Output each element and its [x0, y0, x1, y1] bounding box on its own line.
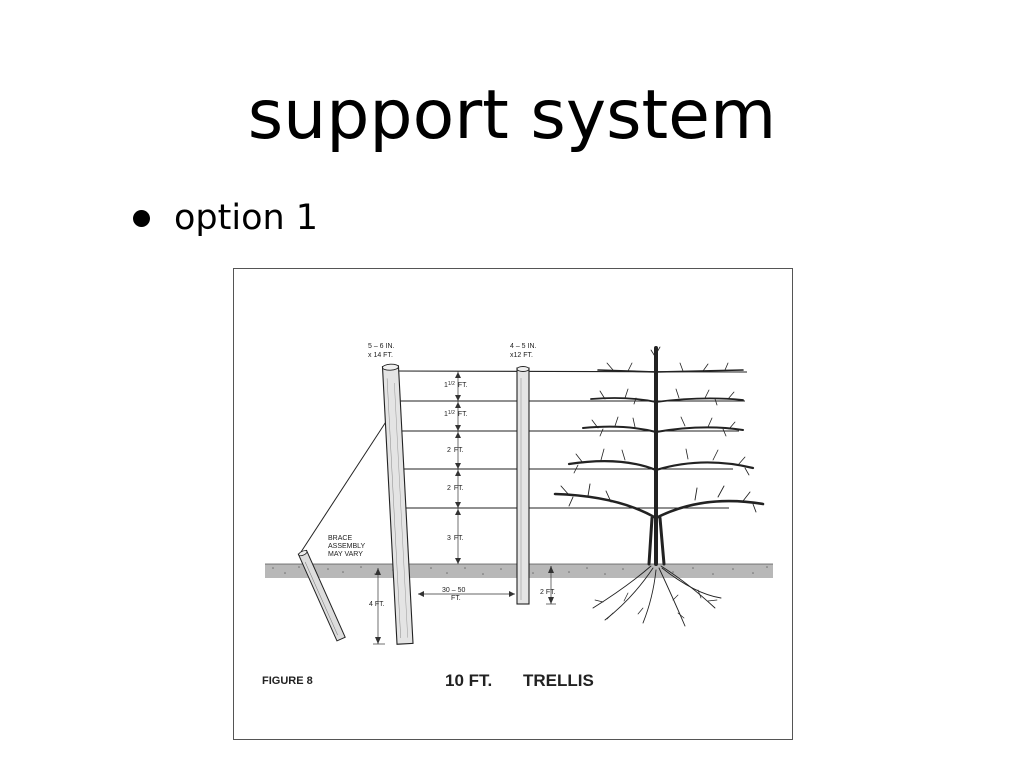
spacing-unit: FT. [458, 382, 468, 389]
spacing-num: 2 [447, 447, 451, 454]
brace-label-3: MAY VARY [328, 551, 363, 558]
end-post [381, 363, 414, 645]
line-post-label: 4 – 5 IN. [510, 343, 537, 350]
post-spacing-label-2: FT. [451, 595, 461, 602]
spacing-unit: FT. [458, 411, 468, 418]
spacing-num: 2 [447, 485, 451, 492]
bullet-text: option 1 [174, 198, 319, 238]
line-post [516, 366, 530, 605]
figure-frame [233, 268, 793, 740]
line-post-label-2: x12 FT. [510, 352, 533, 359]
brace-wire [300, 410, 394, 553]
spacing-unit: FT. [454, 485, 464, 492]
bullet-item: option 1 [133, 198, 318, 238]
post-spacing-label: 30 – 50 [442, 587, 465, 594]
spacing-frac: 1/2 [448, 381, 455, 387]
tree-roots [592, 565, 722, 627]
trellis-figure: 5 – 6 IN. x 14 FT. 4 – 5 IN. x12 FT. 11/… [233, 268, 793, 740]
brace-label: BRACE [328, 535, 352, 542]
figure-number: FIGURE 8 [262, 675, 313, 687]
end-post-label: 5 – 6 IN. [368, 343, 395, 350]
spacing-num: 1 [444, 382, 448, 389]
spacing-unit: FT. [454, 535, 464, 542]
bullet-dot-icon [133, 209, 150, 227]
spacing-num: 3 [447, 535, 451, 542]
caption-size: 10 FT. [445, 671, 492, 690]
slide-title: support system [247, 76, 777, 155]
end-post-label-2: x 14 FT. [368, 352, 393, 359]
spacing-unit: FT. [454, 447, 464, 454]
spacing-num: 1 [444, 411, 448, 418]
anchor-post [297, 549, 346, 642]
spacing-frac: 1/2 [448, 410, 455, 416]
dimension-arrows [375, 372, 554, 644]
espalier-tree [553, 346, 765, 566]
caption-name: TRELLIS [523, 671, 594, 690]
end-post-depth-label: 4 FT. [369, 601, 385, 608]
line-post-depth-label: 2 FT. [540, 589, 556, 596]
brace-label-2: ASSEMBLY [328, 543, 366, 550]
trellis-diagram: 5 – 6 IN. x 14 FT. 4 – 5 IN. x12 FT. 11/… [233, 268, 793, 740]
